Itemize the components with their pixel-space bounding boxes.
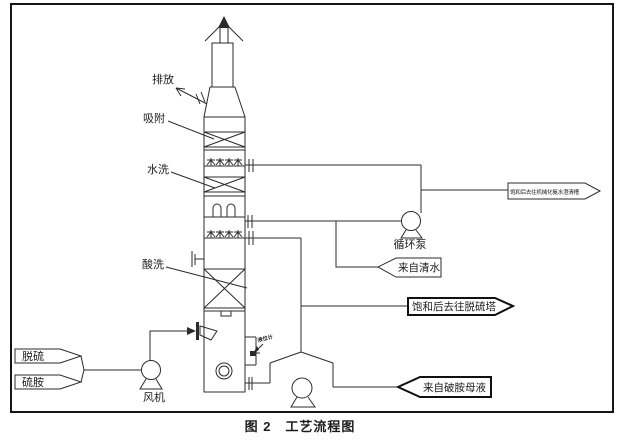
label-acid-wash: 酸洗	[142, 257, 164, 271]
stream-flag-mother-liquor	[395, 376, 492, 398]
spray-nozzles-row1	[204, 158, 245, 167]
figure-frame	[10, 3, 614, 413]
figure-caption: 图 2 工艺流程图	[245, 419, 356, 434]
adsorption-packing	[203, 131, 246, 151]
stream-flag-to-desulfurization-tower	[407, 297, 516, 316]
label-mother-liquor: 来自破胺母液	[423, 381, 486, 394]
label-stream-ammonium-sulfate: 硫胺	[22, 375, 44, 389]
feed-pump-symbol	[290, 377, 316, 408]
label-level-gauge: 液位计	[257, 332, 275, 344]
side-nozzle-icon	[191, 251, 204, 267]
inlet-deflector	[199, 325, 218, 341]
label-stream-desulfurization: 脱硫	[22, 349, 44, 363]
label-water-wash: 水洗	[147, 163, 169, 176]
spray-nozzles-row2	[204, 230, 245, 239]
circulation-loop	[245, 159, 602, 278]
tower-shell	[203, 116, 246, 393]
stream-flag-desulfurization	[14, 348, 83, 364]
level-gauge	[245, 336, 264, 366]
acid-wash-circuit	[245, 231, 516, 408]
label-to-clarifier: 饱和后去往机械化氨水澄清槽	[510, 188, 580, 196]
label-adsorption: 吸附	[143, 111, 165, 125]
label-fan: 风机	[143, 390, 165, 404]
stream-flag-to-clarifier	[507, 182, 602, 200]
stream-flag-fresh-water	[376, 257, 442, 278]
leader-lines	[165, 120, 248, 289]
scrubbing-tower	[191, 16, 264, 393]
label-vent: 排放	[152, 72, 174, 86]
flow-arrow-icon	[187, 327, 196, 335]
label-circulation-pump: 循环泵	[394, 238, 427, 251]
liquid-seal-caps	[204, 203, 245, 218]
stack-top-arrow-icon	[204, 16, 244, 43]
acid-wash-packing	[203, 268, 246, 317]
fan-symbol	[139, 360, 163, 390]
tower-cone	[203, 86, 246, 118]
label-to-desulfurization-tower: 饱和后去往脱硫塔	[412, 300, 496, 313]
manhole-icon	[215, 362, 233, 380]
stream-flag-ammonium-sulfate	[14, 374, 83, 390]
level-gauge-pointer-icon	[253, 346, 259, 354]
vent-line	[175, 87, 208, 105]
gas-inlet-circuit	[14, 322, 218, 390]
circulation-pump-symbol	[400, 211, 423, 239]
label-fresh-water: 来自清水	[398, 261, 440, 274]
water-wash-packing	[203, 176, 246, 197]
